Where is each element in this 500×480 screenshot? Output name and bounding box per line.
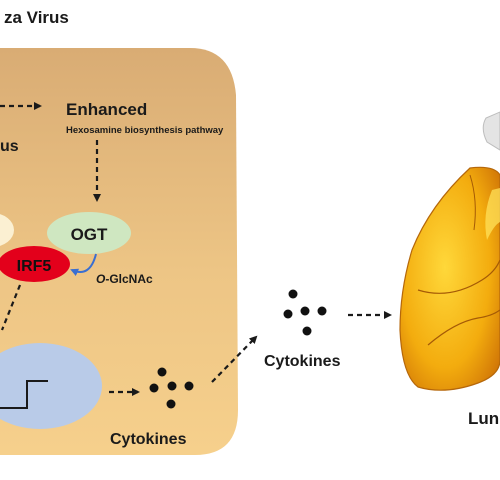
o-prefix: O (96, 272, 106, 286)
ogt-label: OGT (71, 225, 108, 244)
cytokine-dot (184, 381, 194, 391)
cytokines-outside-label: Cytokines (264, 353, 341, 370)
cytokine-dot (283, 309, 293, 319)
lung-trachea (482, 111, 500, 151)
lung-fissure (469, 174, 476, 231)
cytokine-dot (302, 326, 312, 336)
left-partial-protein (0, 214, 14, 246)
irf5-to-nucleus-arrow (0, 284, 22, 331)
o-glcnac-label: O-GlcNAc (96, 272, 153, 286)
cytokine-dot (166, 399, 176, 409)
gene-promoter-icon (0, 380, 48, 409)
lung-fissure (427, 309, 500, 346)
cytokine-cluster-outside (283, 289, 327, 336)
cytokine-dot (149, 383, 159, 393)
left-cut-label: us (0, 138, 19, 155)
lung-label: Lun (468, 409, 499, 428)
lung-highlight (485, 188, 500, 240)
glcnac-text: -GlcNAc (105, 272, 153, 286)
irf5-label: IRF5 (17, 258, 52, 275)
ogt-node (47, 212, 131, 254)
enhanced-label: Enhanced (66, 100, 147, 119)
o-glcnac-modification-arrow (70, 253, 97, 277)
cytokine-dot (288, 289, 298, 299)
irf5-node (0, 246, 70, 282)
lung-fissure (417, 259, 500, 294)
lung-illustration (399, 111, 500, 391)
cytokine-dot (157, 367, 167, 377)
hexosamine-pathway-label: Hexosamine biosynthesis pathway (66, 125, 224, 136)
cytokine-dot (300, 306, 310, 316)
cytokine-dot (167, 381, 177, 391)
cytokines-export-arrow (211, 335, 258, 383)
cytokine-cluster-inside (149, 367, 194, 409)
title-fragment: za Virus (4, 8, 69, 27)
cytokines-inside-label: Cytokines (110, 431, 187, 448)
cytokine-dot (317, 306, 327, 316)
